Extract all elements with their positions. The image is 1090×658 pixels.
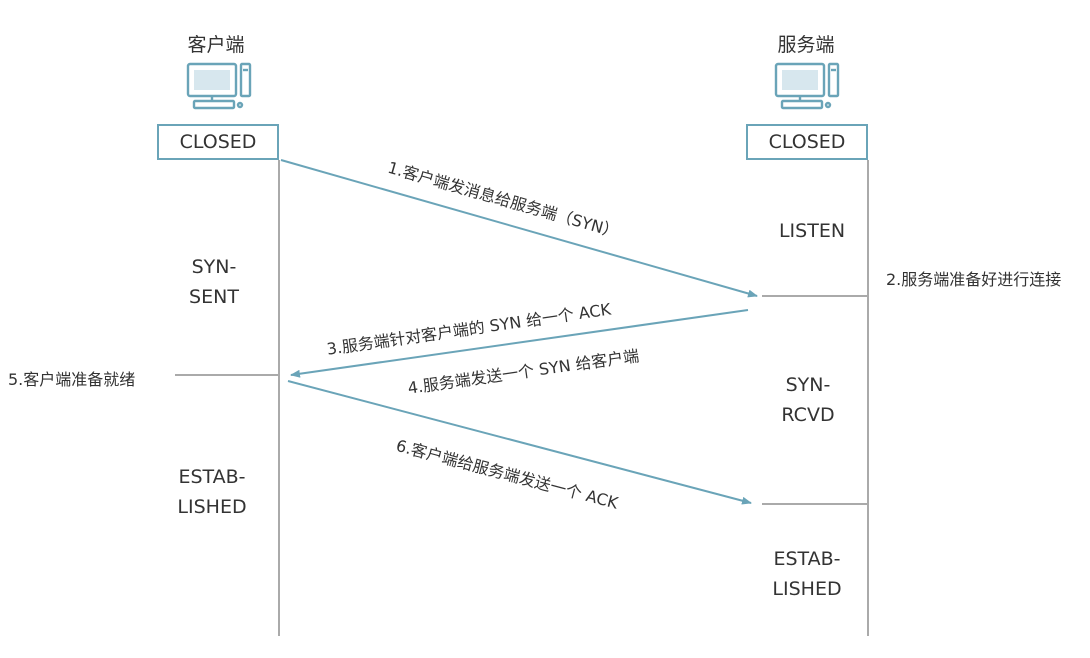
server-computer-icon	[774, 62, 840, 110]
client-established-state: ESTAB- LISHED	[177, 466, 247, 518]
server-closed-state: CLOSED	[746, 124, 868, 160]
note-server-ready: 2.服务端准备好进行连接	[886, 270, 1062, 289]
client-syn-sent-state: SYN- SENT	[189, 256, 239, 308]
client-title: 客户端	[187, 34, 245, 56]
arrow-syn-ack	[290, 309, 749, 378]
note-client-ready: 5.客户端准备就绪	[8, 370, 136, 389]
client-computer-icon	[186, 62, 252, 110]
server-established-state: ESTAB- LISHED	[772, 548, 842, 600]
client-closed-state: CLOSED	[157, 124, 279, 160]
server-title: 服务端	[777, 34, 835, 56]
server-syn-rcvd-state: SYN- RCVD	[781, 374, 835, 426]
arrow-ack	[287, 380, 752, 505]
arrow-syn	[280, 159, 758, 298]
server-listen-state: LISTEN	[778, 220, 846, 242]
